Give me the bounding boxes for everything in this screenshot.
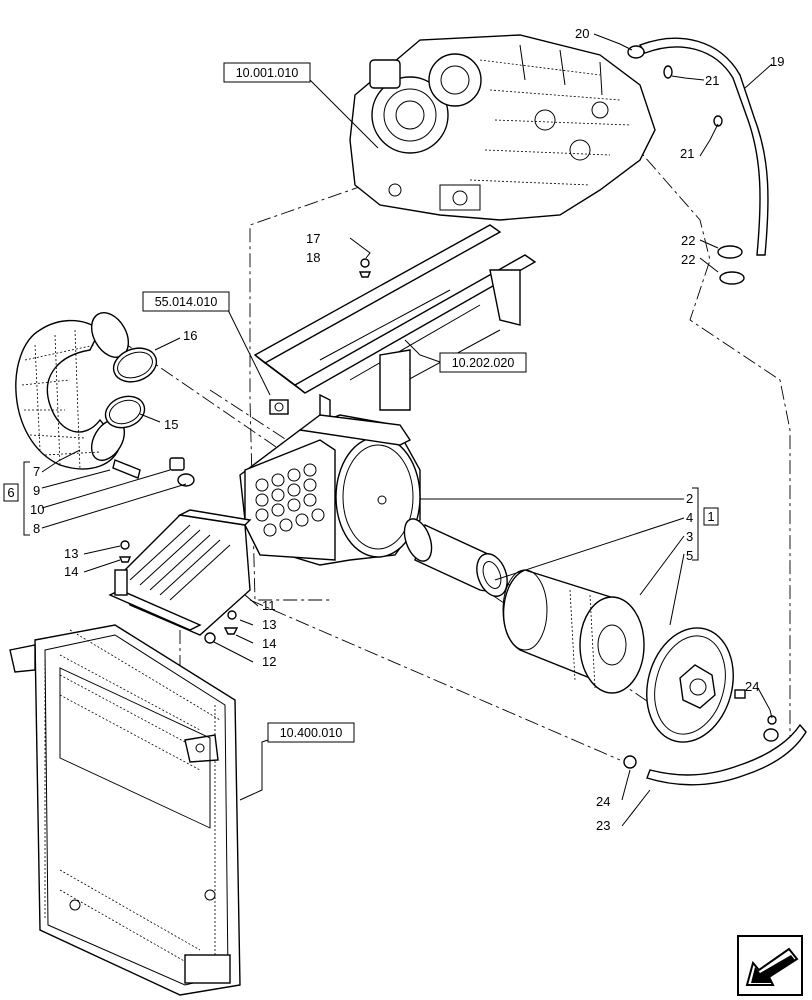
chassis-frame-drawing: [253, 224, 537, 432]
breather-hose-drawing: [627, 37, 807, 786]
callout-23: 23: [596, 818, 610, 833]
callout-4: 4: [686, 510, 693, 525]
group-6-bracket: 6: [3, 461, 30, 536]
callout-7: 7: [33, 464, 40, 479]
callout-11: 11: [262, 598, 276, 613]
group-1-label: 1: [707, 509, 714, 524]
callout-22: 22: [681, 233, 695, 248]
ref-chassis-text: 10.202.020: [452, 356, 515, 370]
fasteners-drawing: [118, 258, 372, 644]
ref-engine-text: 10.001.010: [236, 66, 299, 80]
hose-clamps-drawing: [104, 347, 158, 429]
sensor-drawing: [112, 457, 195, 487]
callout-20: 20: [575, 26, 589, 41]
filter-grid: [255, 463, 325, 537]
callout-2: 2: [686, 491, 693, 506]
group-1-bracket: 1: [692, 487, 719, 561]
filter-cover-drawing: [646, 627, 746, 743]
ref-chassis[interactable]: 10.202.020: [439, 352, 527, 373]
ref-radiator-text: 10.400.010: [280, 726, 343, 740]
engine-drawing: [349, 34, 656, 221]
filter-element-drawing: [403, 518, 508, 597]
leader-lines: [41, 33, 773, 827]
callout-10: 10: [30, 502, 44, 517]
radiator-drawing: [9, 624, 241, 996]
ref-engine[interactable]: 10.001.010: [223, 62, 311, 83]
callout-13: 13: [64, 546, 78, 561]
outer-filter-drawing: [502, 569, 645, 694]
ref-frame-support-text: 55.014.010: [155, 295, 218, 309]
callout-17: 17: [306, 231, 320, 246]
ref-radiator[interactable]: 10.400.010: [267, 722, 355, 743]
back-arrow-button[interactable]: [737, 935, 803, 996]
back-arrow-icon: [745, 947, 799, 986]
callout-24b: 24: [596, 794, 610, 809]
callout-22b: 22: [681, 252, 695, 267]
callout-19: 19: [770, 54, 784, 69]
callout-13b: 13: [262, 617, 276, 632]
callout-8: 8: [33, 521, 40, 536]
callout-16: 16: [183, 328, 197, 343]
intake-hose-drawing: [15, 312, 130, 471]
callout-14b: 14: [262, 636, 276, 651]
callout-12: 12: [262, 654, 276, 669]
callout-18: 18: [306, 250, 320, 265]
callout-3: 3: [686, 529, 693, 544]
callout-21b: 21: [680, 146, 694, 161]
callout-5: 5: [686, 548, 693, 563]
clips-drawing: [623, 245, 779, 769]
callout-24: 24: [745, 679, 759, 694]
group-6-label: 6: [7, 485, 14, 500]
precleaner-duct-drawing: [108, 509, 252, 636]
air-filter-housing-drawing: [239, 414, 421, 566]
callout-21: 21: [705, 73, 719, 88]
callout-14: 14: [64, 564, 78, 579]
callout-15: 15: [164, 417, 178, 432]
callout-numbers: 20 21 19 21 17 18 22 22 16 15 7 9 10 8 2…: [30, 26, 784, 833]
ref-frame-support[interactable]: 55.014.010: [142, 291, 230, 312]
callout-9: 9: [33, 483, 40, 498]
